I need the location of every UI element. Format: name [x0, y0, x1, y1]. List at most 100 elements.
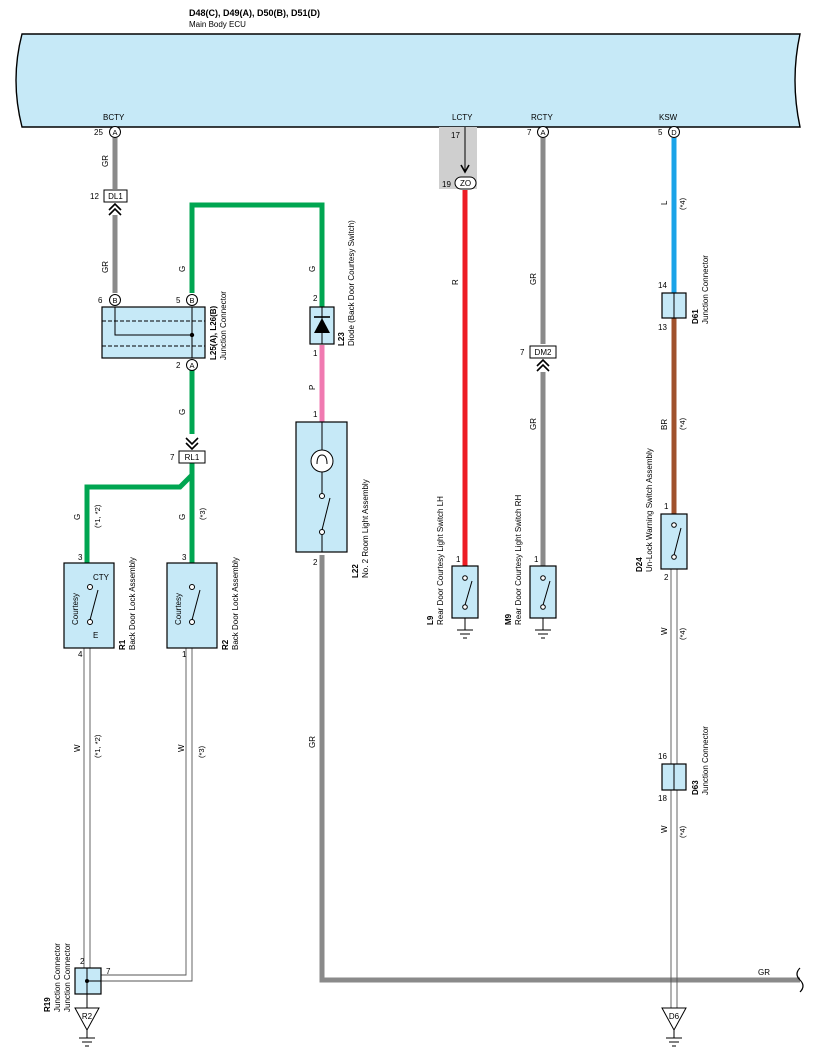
svg-text:R19: R19 — [43, 997, 52, 1012]
unlock-warning-switch-d24: 1 2 D24 Un-Lock Warning Switch Assembly — [635, 448, 688, 582]
wire-label-r: R — [451, 279, 460, 285]
svg-text:7: 7 — [527, 128, 532, 137]
ecu-terminal-rcty: RCTY — [531, 113, 553, 122]
switch-icon — [89, 589, 99, 621]
svg-text:6: 6 — [98, 296, 103, 305]
svg-text:A: A — [112, 128, 117, 137]
wire-note-br: (*4) — [678, 417, 687, 430]
svg-text:1: 1 — [456, 555, 461, 564]
svg-text:Junction Connector: Junction Connector — [63, 943, 72, 1012]
chevron-up-icon — [108, 202, 122, 216]
switch-icon — [321, 497, 331, 531]
ground-point-d6: D6 — [661, 1007, 687, 1047]
svg-text:7: 7 — [170, 453, 175, 462]
ecu-pin-bcty: 25 A — [94, 126, 121, 138]
svg-text:5: 5 — [176, 296, 181, 305]
svg-text:16: 16 — [658, 752, 667, 761]
svg-text:1: 1 — [182, 650, 187, 659]
wire-note-g-r1: (*1, *2) — [93, 504, 102, 528]
svg-text:Junction Connector: Junction Connector — [701, 255, 710, 324]
svg-text:Back Door Lock Assembly: Back Door Lock Assembly — [231, 557, 240, 650]
svg-text:2: 2 — [313, 294, 318, 303]
ground-icon — [457, 629, 473, 639]
junction-connector-r19: 2 7 R19 Junction Connector Junction Conn… — [43, 943, 111, 1012]
svg-text:A: A — [189, 361, 194, 370]
svg-text:Rear Door Courtesy Light Switc: Rear Door Courtesy Light Switch LH — [436, 496, 445, 625]
svg-text:25: 25 — [94, 128, 103, 137]
svg-text:3: 3 — [78, 553, 83, 562]
wire-label-gr-2: GR — [101, 261, 110, 273]
ecu-pin-ksw: 5 D — [658, 126, 680, 138]
white-wires — [83, 569, 678, 1008]
svg-text:19: 19 — [442, 180, 451, 189]
svg-text:L9: L9 — [426, 615, 435, 625]
svg-text:2: 2 — [664, 573, 669, 582]
wire-label-br: BR — [660, 419, 669, 430]
connector-dl1: 12 DL1 — [90, 189, 128, 216]
ecu-pin-rcty: 7 A — [527, 126, 549, 138]
lcty-arrow-icon — [460, 164, 470, 174]
svg-text:D6: D6 — [669, 1012, 680, 1021]
wire-label-g-5: G — [178, 514, 187, 520]
svg-text:14: 14 — [658, 281, 667, 290]
ecu-terminal-bcty: BCTY — [103, 113, 125, 122]
wire-note-g-r2: (*3) — [198, 507, 207, 520]
chevron-up-icon — [536, 358, 550, 372]
svg-text:Courtesy: Courtesy — [71, 593, 80, 625]
wire-note-w-1: (*4) — [678, 627, 687, 640]
svg-text:5: 5 — [658, 128, 663, 137]
lamp-icon — [310, 449, 334, 473]
wire-note-w-2: (*4) — [678, 825, 687, 838]
svg-text:Junction Connector: Junction Connector — [219, 291, 228, 360]
wire-label-p: P — [308, 385, 317, 390]
back-door-lock-r1: 3 CTY Courtesy E 4 R1 Back Door Lock Ass… — [63, 553, 137, 659]
svg-text:4: 4 — [78, 650, 83, 659]
wire-label-g-1: G — [178, 266, 187, 272]
svg-text:12: 12 — [90, 192, 99, 201]
svg-text:CTY: CTY — [93, 573, 110, 582]
wire-label-gr-1: GR — [101, 155, 110, 167]
back-door-lock-r2: 3 Courtesy 1 R2 Back Door Lock Assembly — [166, 553, 240, 659]
ecu-pin-lcty: 17 — [451, 131, 460, 140]
wire-note-l: (*4) — [678, 197, 687, 210]
switch-icon — [542, 580, 551, 606]
svg-text:1: 1 — [664, 502, 669, 511]
connector-rl1: 7 RL1 — [170, 437, 206, 464]
svg-text:M9: M9 — [504, 613, 513, 625]
svg-text:D24: D24 — [635, 557, 644, 572]
switch-icon — [464, 580, 473, 606]
connector-zo: 19 ZO — [442, 176, 477, 190]
wire-label-g-4: G — [73, 514, 82, 520]
chevron-down-icon — [185, 437, 199, 451]
svg-text:1: 1 — [313, 349, 318, 358]
svg-text:DM2: DM2 — [535, 348, 552, 357]
svg-text:RL1: RL1 — [185, 453, 200, 462]
ground-icon — [535, 629, 551, 639]
svg-text:L23: L23 — [337, 332, 346, 346]
svg-text:7: 7 — [520, 348, 525, 357]
svg-text:R1: R1 — [118, 639, 127, 650]
ecu-name: Main Body ECU — [189, 20, 246, 29]
svg-text:Junction Connector: Junction Connector — [53, 943, 62, 1012]
svg-text:2: 2 — [176, 361, 181, 370]
svg-text:18: 18 — [658, 794, 667, 803]
svg-text:Courtesy: Courtesy — [174, 593, 183, 625]
svg-text:A: A — [540, 128, 545, 137]
diode-l23: 2 1 L23 Diode (Back Door Courtesy Switch… — [309, 220, 356, 358]
svg-text:E: E — [93, 631, 98, 640]
wire-label-w-2: W — [660, 825, 669, 833]
ground-icon — [79, 1037, 95, 1047]
wire-label-gr-5: GR — [308, 736, 317, 748]
switch-icon — [191, 589, 201, 621]
svg-text:L25(A), L26(B): L25(A), L26(B) — [209, 305, 218, 360]
wire-label-w-3: W — [73, 744, 82, 752]
svg-text:Back Door Lock Assembly: Back Door Lock Assembly — [128, 557, 137, 650]
svg-text:Un-Lock Warning Switch Assembl: Un-Lock Warning Switch Assembly — [645, 448, 654, 572]
svg-text:2: 2 — [80, 957, 85, 966]
ecu-terminal-lcty: LCTY — [452, 113, 473, 122]
svg-text:B: B — [189, 296, 194, 305]
wire-labels: GR GR G G G G (*1, *2) G (*3) P R GR GR … — [73, 155, 770, 977]
wires — [84, 138, 800, 983]
svg-text:Junction Connector: Junction Connector — [701, 726, 710, 795]
